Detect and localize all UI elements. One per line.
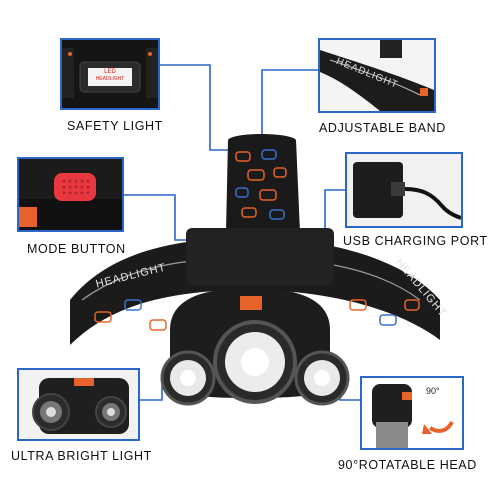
rotatable-head-photo (362, 378, 462, 448)
led-sticker-line1: LED (104, 69, 116, 75)
ultra-bright-inset (17, 368, 140, 441)
adjustable-band-label: ADJUSTABLE BAND (319, 121, 446, 135)
rotatable-head-label: 90°ROTATABLE HEAD (338, 458, 477, 472)
safety-light-label: SAFETY LIGHT (67, 119, 163, 133)
usb-port-photo (347, 154, 461, 226)
mode-button-label: MODE BUTTON (27, 242, 126, 256)
usb-charging-port-label: USB CHARGING PORT (343, 234, 488, 248)
rotatable-head-inset: 90° (360, 376, 464, 450)
head-band (70, 238, 440, 345)
battery-housing (186, 228, 334, 286)
band-pattern (94, 299, 420, 331)
mode-button-connector (124, 194, 192, 241)
rotation-angle-text: 90° (426, 386, 440, 396)
adjustable-band-connector (261, 69, 318, 140)
safety-light-inset: LED HEADLIGHT (60, 38, 160, 110)
strap-pattern (235, 149, 287, 220)
lamp-orange-accent (240, 296, 262, 310)
mode-button-photo (19, 159, 122, 230)
ultra-bright-photo (19, 370, 138, 439)
safety-light-connector (160, 64, 240, 151)
adjustable-band-photo (320, 40, 434, 111)
led-sticker-line2: HEADLIGHT (95, 76, 125, 82)
ultra-bright-light-label: ULTRA BRIGHT LIGHT (11, 449, 152, 463)
safety-light-photo (62, 40, 158, 108)
usb-port-inset (345, 152, 463, 228)
adjustable-band-inset: HEADLIGHT (318, 38, 436, 113)
top-strap (226, 134, 300, 232)
mode-button-inset (17, 157, 124, 232)
